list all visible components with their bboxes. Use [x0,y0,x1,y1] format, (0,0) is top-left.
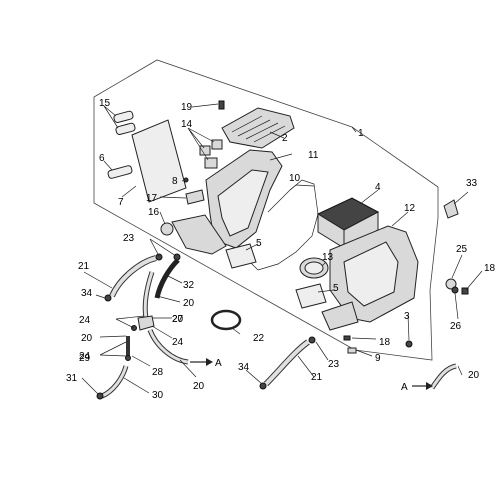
label-15: 15 [99,98,111,109]
part-7-panel [131,119,187,203]
label-9: 9 [375,353,381,364]
assembly-frame [93,59,439,361]
label-2: 2 [282,133,288,144]
part-21-hose-right-core [264,340,310,386]
part-20-hose-lower-core [148,329,189,364]
label-32: 32 [183,280,195,291]
label-20d: 20 [468,370,480,381]
part-3-clip [405,340,413,348]
part-29-fitting [125,355,131,361]
part-13-ring-inner [304,261,324,275]
part-12-foot [321,301,359,331]
label-10: 10 [289,173,301,184]
part-labels: 1 2 3 4 5 5 6 7 8 9 10 11 12 13 14 15 16… [66,98,496,401]
part-14-clip-2 [211,139,223,150]
part-6-pad [107,165,133,179]
label-24a: 24 [79,315,91,326]
label-33: 33 [466,178,478,189]
part-31-fitting [96,392,104,400]
part-25-washer [445,278,457,290]
part-26-nut [451,286,459,294]
label-4: 4 [375,182,381,193]
label-23a: 23 [123,233,135,244]
label-27: 27 [172,314,184,325]
label-18a: 18 [484,263,496,274]
label-arrow-a-left: A [215,358,222,369]
label-18b: 18 [379,337,391,348]
label-8: 8 [172,176,178,187]
part-14-clip-3 [204,157,218,169]
label-31: 31 [66,373,78,384]
part-12-inner [343,241,399,307]
part-18-screw-lower [343,335,351,341]
label-25: 25 [456,244,468,255]
label-3: 3 [404,311,410,322]
label-20a: 20 [183,298,195,309]
label-22: 22 [253,333,265,344]
part-5-block-1 [225,243,257,269]
part-15-pad-2 [115,122,136,136]
part-11-inner [217,169,269,237]
part-27-tee [137,315,155,331]
label-21a: 21 [78,261,90,272]
part-2-ribs [231,115,286,143]
label-20b: 20 [172,314,184,325]
label-6: 6 [99,153,105,164]
part-22-clamp [210,309,242,331]
part-30-hose [100,365,129,399]
label-13: 13 [322,252,334,263]
part-9-plug [347,347,357,354]
label-14: 14 [181,119,193,130]
arrow-a-left-head [206,358,213,366]
label-1: 1 [358,128,364,139]
part-16-grommet [160,222,174,236]
label-19: 19 [181,102,193,113]
part-lower-bracket [171,214,227,255]
label-34b: 34 [238,362,250,373]
label-30: 30 [152,390,164,401]
part-14-clip-1 [199,145,211,156]
label-11: 11 [308,150,319,161]
label-28: 28 [152,367,164,378]
label-5a: 5 [256,238,262,249]
part-23-clamp-left [155,253,163,261]
label-24c: 24 [79,351,91,362]
label-29: 29 [79,353,91,364]
part-2-top-cover [221,107,295,149]
part-33-bracket [443,199,459,219]
label-16: 16 [148,207,160,218]
part-23-clamp-right [308,336,316,344]
part-20-hose-mid-core [143,271,154,319]
part-19-screw [218,100,225,110]
part-32-hose [154,258,180,299]
label-arrow-a-right: A [401,382,408,393]
part-30-hose-core [101,365,128,398]
label-21b: 21 [311,372,323,383]
label-5b: 5 [333,283,339,294]
label-20e: 20 [81,333,93,344]
label-7: 7 [118,197,124,208]
label-12: 12 [404,203,416,214]
part-17-bracket [185,189,205,205]
label-24b: 24 [172,337,184,348]
label-20c: 20 [193,381,205,392]
part-20-hose-right-core [430,364,457,389]
part-5-block-2 [295,283,327,309]
arrow-a-right-head [426,382,433,390]
leader-lines [81,103,483,395]
label-34a: 34 [81,288,93,299]
label-17: 17 [146,193,158,204]
part-18-screw-right [461,287,469,295]
part-21-hose-left-core [110,256,157,297]
part-34-fitting-left [104,294,112,302]
label-26: 26 [450,321,462,332]
part-34-fitting-right [259,382,267,390]
label-23b: 23 [328,359,340,370]
part-15-pad-1 [113,110,134,124]
